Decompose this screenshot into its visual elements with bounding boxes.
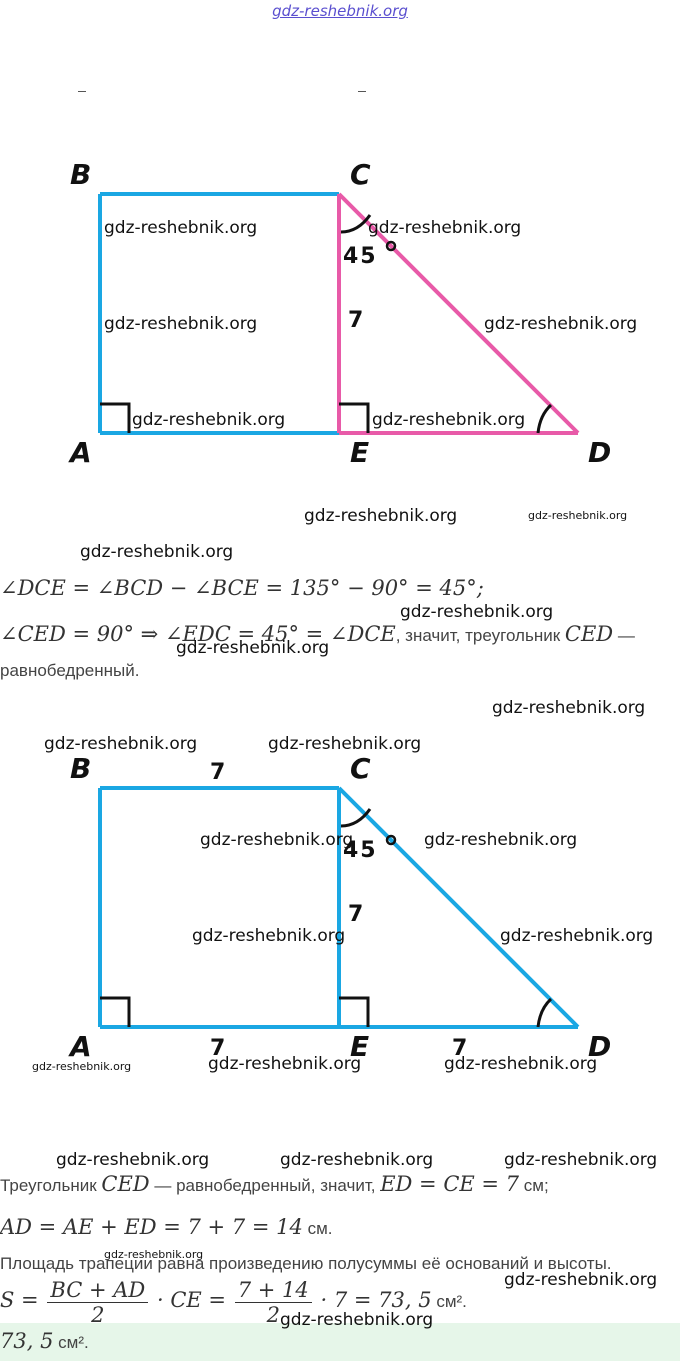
watermark: gdz-reshebnik.org bbox=[208, 1054, 362, 1074]
fig2-label-d: D bbox=[588, 1030, 612, 1063]
answer-box: 73, 5 см². bbox=[0, 1323, 680, 1361]
figure2-diagram bbox=[98, 786, 580, 1029]
watermark: gdz-reshebnik.org bbox=[268, 734, 422, 754]
dash-mark bbox=[78, 91, 86, 92]
fig1-label-b: B bbox=[70, 158, 92, 191]
watermark: gdz-reshebnik.org bbox=[44, 734, 198, 754]
watermark: gdz-reshebnik.org bbox=[280, 1150, 434, 1170]
solution-text: см. bbox=[302, 1219, 333, 1238]
solution-text: — равнобедренный, значит, bbox=[149, 1176, 381, 1195]
watermark: gdz-reshebnik.org bbox=[104, 1248, 204, 1261]
fig1-label-d: D bbox=[588, 436, 612, 469]
figure1-diagram bbox=[98, 192, 580, 435]
solution-text: см; bbox=[519, 1176, 549, 1195]
watermark: gdz-reshebnik.org bbox=[192, 926, 346, 946]
fig1-label-c: C bbox=[350, 158, 371, 191]
ad-equation: AD = AE + ED = 7 + 7 = 14 bbox=[0, 1215, 303, 1239]
watermark: gdz-reshebnik.org bbox=[528, 509, 628, 522]
watermark: gdz-reshebnik.org bbox=[368, 218, 522, 238]
solution-line-2: ∠CED = 90° ⇒ ∠EDC = 45° = ∠DCE, значит, … bbox=[0, 622, 635, 646]
watermark: gdz-reshebnik.org bbox=[56, 1150, 210, 1170]
fig1-right-angle-e bbox=[339, 402, 370, 433]
answer-text: 73, 5 см². bbox=[0, 1329, 89, 1353]
watermark: gdz-reshebnik.org bbox=[504, 1270, 658, 1290]
fraction-denominator: 2 bbox=[266, 1303, 280, 1327]
fig2-label-c: C bbox=[350, 752, 371, 785]
watermark: gdz-reshebnik.org bbox=[304, 506, 458, 526]
formula-s: S = bbox=[0, 1287, 39, 1312]
formula-mid: · CE = bbox=[156, 1287, 227, 1312]
fig2-label-ed: 7 bbox=[452, 1036, 470, 1061]
watermark: gdz-reshebnik.org bbox=[504, 1150, 658, 1170]
solution-line-1: ∠DCE = ∠BCD − ∠BCE = 135° − 90° = 45°; bbox=[0, 576, 484, 600]
fig1-right-angle-a bbox=[100, 402, 131, 433]
fig2-right-angle-a bbox=[100, 996, 131, 1027]
watermark: gdz-reshebnik.org bbox=[400, 602, 554, 622]
fig2-label-b: B bbox=[70, 752, 92, 785]
watermark: gdz-reshebnik.org bbox=[280, 1310, 434, 1330]
solution-text: , значит, треугольник bbox=[395, 626, 565, 645]
watermark: gdz-reshebnik.org bbox=[424, 830, 578, 850]
fig1-label-e: E bbox=[350, 436, 370, 469]
fig2-right-angle-e bbox=[339, 996, 370, 1027]
watermark: gdz-reshebnik.org bbox=[132, 410, 286, 430]
solution-line-3: равнобедренный. bbox=[0, 661, 140, 680]
fig2-angle-arc-c bbox=[340, 808, 372, 828]
fig1-side-label: 7 bbox=[348, 308, 366, 333]
answer-unit: см². bbox=[53, 1333, 89, 1352]
dash-mark bbox=[358, 91, 366, 92]
fraction-numerator: BC + AD bbox=[47, 1278, 149, 1303]
fig2-side-cd bbox=[337, 786, 580, 1029]
answer-value: 73, 5 bbox=[0, 1329, 54, 1353]
fig1-angle-label: 45 bbox=[343, 244, 378, 269]
watermark: gdz-reshebnik.org bbox=[500, 926, 654, 946]
fig2-label-a: A bbox=[70, 1030, 92, 1063]
watermark: gdz-reshebnik.org bbox=[444, 1054, 598, 1074]
fig2-angle-arc-d bbox=[536, 997, 553, 1028]
formula-end: · 7 = 73, 5 bbox=[320, 1287, 432, 1312]
fig2-degree-mark bbox=[385, 834, 397, 846]
watermark: gdz-reshebnik.org bbox=[104, 218, 258, 238]
fig1-degree-mark bbox=[385, 240, 397, 252]
fig1-label-a: A bbox=[70, 436, 92, 469]
watermark: gdz-reshebnik.org bbox=[80, 542, 234, 562]
watermark: gdz-reshebnik.org bbox=[372, 410, 526, 430]
angle-equation-2: ∠CED = 90° ⇒ ∠EDC = 45° = ∠DCE bbox=[0, 622, 396, 646]
fig1-angle-arc-d bbox=[536, 403, 553, 434]
solution-line-5: AD = AE + ED = 7 + 7 = 14 см. bbox=[0, 1215, 332, 1239]
solution-line-6: Площадь трапеции равна произведению полу… bbox=[0, 1254, 612, 1273]
fraction-denominator: 2 bbox=[91, 1303, 105, 1327]
fig1-angle-arc-c bbox=[340, 214, 372, 234]
watermark: gdz-reshebnik.org bbox=[32, 1060, 132, 1073]
solution-text: Треугольник bbox=[0, 1176, 102, 1195]
fig2-label-ae: 7 bbox=[210, 1036, 228, 1061]
triangle-name: CED bbox=[564, 622, 614, 646]
fig2-angle-label: 45 bbox=[343, 838, 378, 863]
site-link[interactable]: gdz-reshebnik.org bbox=[272, 2, 408, 20]
fig2-label-bc: 7 bbox=[210, 760, 228, 785]
triangle-name: CED bbox=[101, 1172, 150, 1196]
segment-equation: ED = CE = 7 bbox=[380, 1172, 520, 1196]
fig2-label-ce: 7 bbox=[348, 902, 366, 927]
solution-line-4: Треугольник CED — равнобедренный, значит… bbox=[0, 1172, 549, 1196]
watermark: gdz-reshebnik.org bbox=[104, 314, 258, 334]
watermark: gdz-reshebnik.org bbox=[200, 830, 354, 850]
angle-equation: ∠DCE = ∠BCD − ∠BCE = 135° − 90° = 45°; bbox=[0, 576, 484, 600]
watermark: gdz-reshebnik.org bbox=[176, 638, 330, 658]
fig2-label-e: E bbox=[350, 1030, 370, 1063]
watermark: gdz-reshebnik.org bbox=[484, 314, 638, 334]
fraction-numerator: 7 + 14 bbox=[234, 1278, 312, 1303]
fig1-side-cd bbox=[337, 192, 580, 435]
formula-unit: см². bbox=[431, 1291, 467, 1311]
watermark: gdz-reshebnik.org bbox=[492, 698, 646, 718]
solution-text: — bbox=[613, 626, 635, 645]
